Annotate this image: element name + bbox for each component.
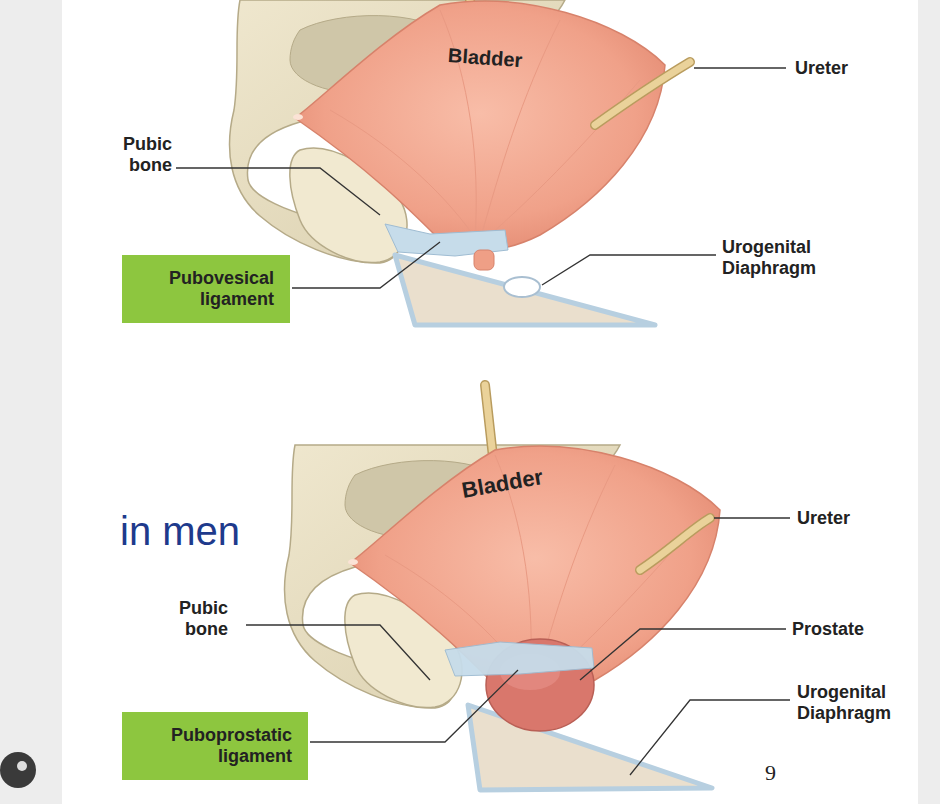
part-label: Urogenital Diaphragm	[722, 237, 816, 278]
part-label: Ureter	[795, 58, 848, 79]
label-box: Puboprostatic ligament	[122, 712, 308, 780]
part-label-text: Pubic bone	[123, 134, 172, 175]
part-label-text: Ureter	[797, 508, 850, 529]
box-text: Pubovesical ligament	[169, 268, 274, 309]
section-heading-text: in men	[120, 508, 240, 554]
organ-label-text: Bladder	[460, 464, 545, 503]
part-label-text: Prostate	[792, 619, 864, 640]
part-label-text: Pubic bone	[179, 598, 228, 639]
page-number: 9	[765, 760, 776, 785]
part-label: Ureter	[797, 508, 850, 529]
organ-label: Bladder	[447, 44, 523, 72]
part-label: Pubic bone	[123, 134, 172, 175]
organ-label: Bladder	[460, 464, 545, 503]
part-label-text: Urogenital Diaphragm	[797, 682, 891, 723]
box-text: Puboprostatic ligament	[171, 725, 292, 766]
page-number-text: 9	[765, 760, 776, 785]
part-label-text: Urogenital Diaphragm	[722, 237, 816, 278]
section-heading: in men	[120, 508, 240, 554]
part-label: Pubic bone	[179, 598, 228, 639]
part-label: Urogenital Diaphragm	[797, 682, 891, 723]
label-box: Pubovesical ligament	[122, 255, 290, 323]
part-label: Prostate	[792, 619, 864, 640]
part-label-text: Ureter	[795, 58, 848, 79]
organ-label-text: Bladder	[447, 44, 523, 72]
